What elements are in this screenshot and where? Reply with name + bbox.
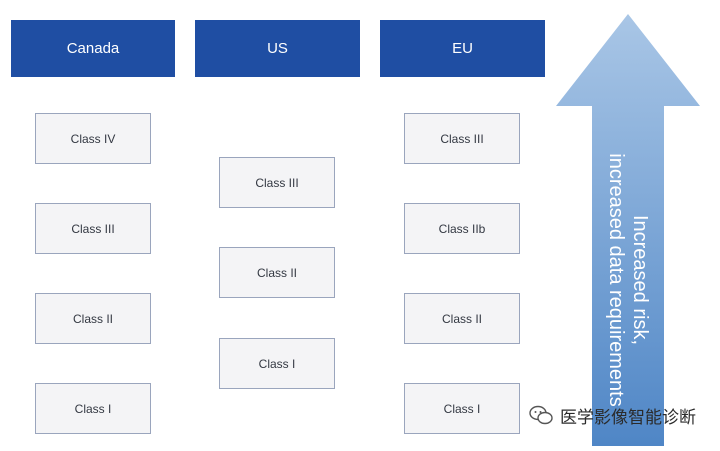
canada-class-iii-box: Class III — [35, 203, 151, 254]
eu-header: EU — [380, 20, 545, 77]
canada-class-ii-box: Class II — [35, 293, 151, 344]
us-class-iii-box: Class III — [219, 157, 335, 208]
watermark: 医学影像智能诊断 — [528, 402, 696, 428]
us-class-ii-box: Class II — [219, 247, 335, 298]
arrow-label: Increased risk, increased data requireme… — [604, 150, 652, 410]
arrow-label-line1: Increased risk, — [629, 214, 651, 346]
canada-class-i-box: Class I — [35, 383, 151, 434]
us-class-i-box: Class I — [219, 338, 335, 389]
eu-class-i-box: Class I — [404, 383, 520, 434]
eu-class-ii-box: Class II — [404, 293, 520, 344]
arrow-label-line2: increased data requirements — [605, 153, 627, 407]
eu-class-iii-box: Class III — [404, 113, 520, 164]
wechat-icon — [529, 405, 553, 425]
arrow-up-icon — [556, 14, 700, 446]
risk-arrow — [556, 14, 700, 446]
eu-class-iib-box: Class IIb — [404, 203, 520, 254]
canada-header: Canada — [11, 20, 175, 77]
us-header: US — [195, 20, 360, 77]
watermark-text: 医学影像智能诊断 — [560, 407, 696, 428]
canada-class-iv-box: Class IV — [35, 113, 151, 164]
